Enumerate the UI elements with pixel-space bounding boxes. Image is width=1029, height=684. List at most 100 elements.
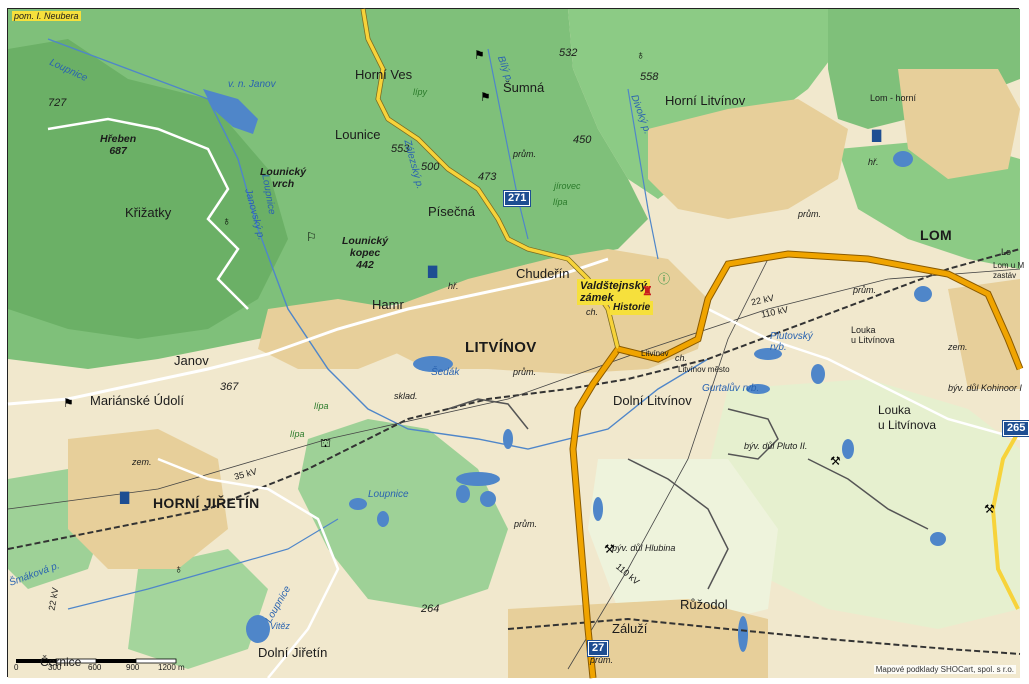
mine-icon: ⚒ (604, 542, 615, 556)
place-lom: LOM (920, 227, 953, 243)
mine-icon-3: ⚒ (984, 502, 995, 516)
observation-icon: ⚑ (480, 90, 491, 104)
scale-label-1200: 1200 m (158, 663, 185, 672)
water-label-vitez: Vitěz (270, 621, 290, 631)
place-marianske-udoli: Mariánské Údolí (90, 393, 184, 408)
road-271-fill (361, 8, 620, 350)
place-lom-u-m: Lom u M zastáv (993, 261, 1025, 280)
label-prum-2: prům. (513, 367, 537, 377)
water-label-plutovsky: Plutovský rvb. (770, 331, 813, 353)
castle-valdstejn-label[interactable]: Valdštejnský zámek (577, 279, 650, 305)
water-pond-11 (593, 497, 603, 521)
parking-icon-east: ▇ (872, 128, 882, 142)
water-pond-13 (914, 286, 932, 302)
water-janov-reservoir (203, 89, 258, 134)
quarry-rim-1 (727, 408, 779, 460)
forest-south-center (298, 419, 508, 609)
urban-east (948, 279, 1020, 389)
place-litvinov-station: Litvínov (641, 349, 669, 358)
place-dolni-litvinov: Dolní Litvínov (613, 393, 692, 408)
water-pond-10 (738, 616, 748, 652)
place-krizatky: Křižatky (125, 205, 172, 220)
quarry-rim-4 (447, 398, 529, 430)
label-hr-1: hř. (448, 281, 459, 291)
water-label-vn-janov: v. n. Janov (228, 79, 276, 90)
castle-name-line2: zámek (580, 292, 614, 304)
label-prum-4: prům. (514, 519, 538, 529)
castle-historie-label[interactable]: Historie (610, 301, 654, 315)
place-louka: Louka u Litvínova (878, 403, 937, 432)
place-ruzodol: Růžodol (680, 597, 728, 612)
stream-bily (487, 48, 529, 240)
label-lipy: lípy (413, 87, 428, 97)
map-frame[interactable]: pom. I. Neubera Horní Ves Šumná Horní Li… (7, 8, 1029, 679)
forest-north-center (568, 9, 838, 199)
water-label-sedlak: Šedák (431, 367, 460, 378)
label-ch-2: ch. (675, 353, 688, 363)
water-sedlak (413, 356, 453, 372)
spot-height-500: 500 (421, 161, 440, 173)
label-zem-2: zem. (948, 342, 968, 352)
urban-horni-jiretin (68, 429, 228, 569)
forest-southwest (128, 549, 268, 669)
urban-lom (898, 69, 1020, 179)
place-lounice: Lounice (335, 127, 381, 142)
road-east (617, 251, 1023, 370)
scale-label-300: 300 (48, 663, 62, 672)
urban-zaluzi (508, 599, 768, 678)
road-minor-east (707, 307, 1021, 441)
label-prum-3: prům. (853, 285, 877, 295)
water-pond-16 (930, 532, 946, 546)
label-prum-5: prům. (590, 655, 614, 665)
label-prum-1: prům. (513, 149, 537, 159)
water-pond-7 (754, 348, 782, 360)
label-lipa-3: lípa (290, 429, 305, 439)
stream-loupnice (47, 38, 709, 450)
hill-hreben: Hřeben 687 (100, 133, 137, 157)
label-hr-2: hř. (868, 157, 879, 167)
stream-south (67, 518, 339, 610)
label-hlubina: býv. důl Hlubina (612, 543, 676, 553)
quarry-rim-3 (807, 458, 929, 530)
hill-lounicky-vrch: Lounický vrch (260, 166, 307, 190)
meadow-east (698, 379, 1020, 629)
place-litvinov: LITVÍNOV (465, 339, 537, 356)
place-lom-edge: Lo (1001, 247, 1012, 257)
label-pluto: býv. důl Pluto II. (744, 441, 808, 451)
urban-hamr (258, 299, 408, 369)
spot-height-367: 367 (220, 381, 239, 393)
castle-name-line1: Valdštejnský (580, 280, 647, 292)
label-ch-1: ch. (586, 307, 599, 317)
spot-height-532: 532 (559, 47, 578, 59)
map-canvas[interactable] (7, 8, 1024, 679)
road-minor-south (157, 457, 340, 679)
scale-label-0: 0 (14, 663, 19, 672)
railway-south (507, 617, 1021, 655)
place-pisecna: Písečná (428, 204, 475, 219)
water-pond-12 (811, 364, 825, 384)
road-minor-west (7, 257, 609, 406)
label-jirovec: jírovec (554, 181, 581, 191)
water-pond-5 (349, 498, 367, 510)
parking-icon: ▇ (428, 264, 438, 278)
spot-height-553: 553 (391, 143, 410, 155)
spot-height-473: 473 (478, 171, 497, 183)
place-lom-horni: Lom - horní (870, 93, 917, 103)
quarry-area (588, 459, 778, 629)
railway-main (7, 248, 1021, 550)
road-27 (570, 347, 621, 679)
place-louka-small: Louka u Litvínova (851, 325, 895, 345)
place-sumna: Šumná (503, 80, 545, 95)
place-cernice: Černice (40, 655, 82, 669)
chapel-icon: ♁ (222, 214, 231, 228)
label-kohinoor: býv. důl Kohinoor I (948, 383, 1022, 393)
forest-ridge-dark (8, 39, 288, 339)
place-horni-ves: Horní Ves (355, 67, 413, 82)
road-265 (990, 428, 1022, 610)
info-icon: ⓘ (658, 272, 671, 286)
water-pond-8 (746, 384, 770, 394)
label-sklad: sklad. (394, 391, 418, 401)
place-chuderin: Chudeřín (516, 266, 570, 281)
powerline-1 (7, 268, 1021, 510)
road-shield-27: 27 (586, 640, 610, 657)
